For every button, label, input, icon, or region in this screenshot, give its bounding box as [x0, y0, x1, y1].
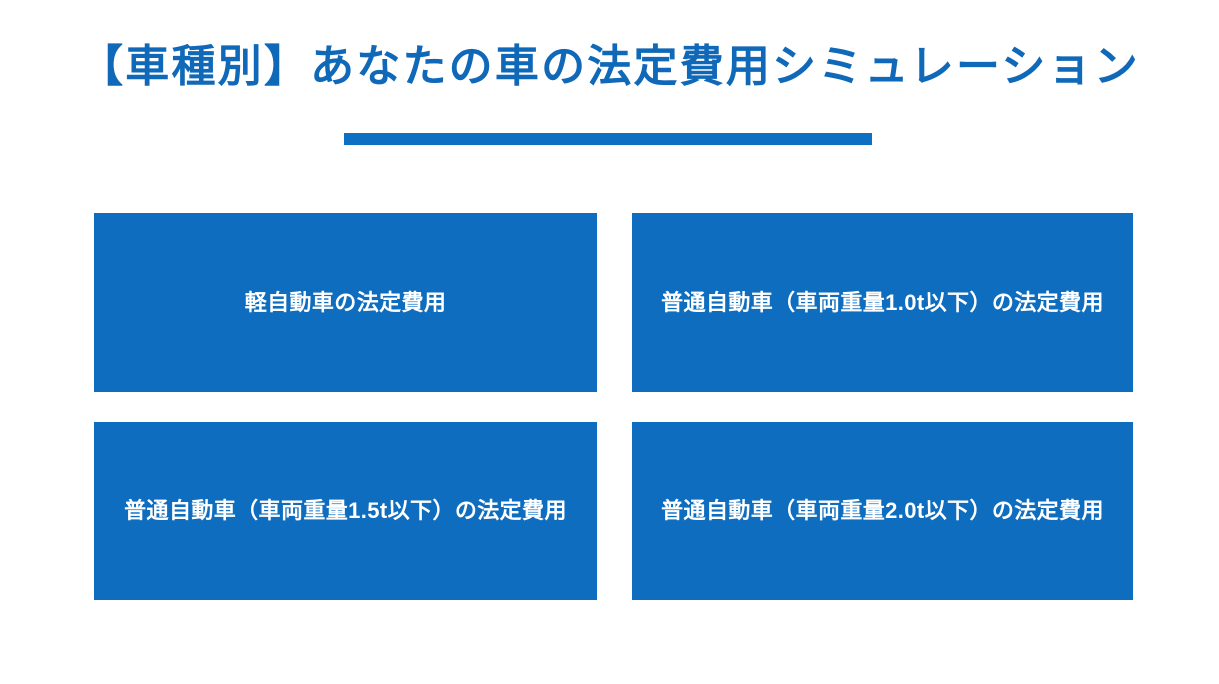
vehicle-type-card-grid: 軽自動車の法定費用 普通自動車（車両重量1.0t以下）の法定費用 普通自動車（車… — [94, 213, 1133, 600]
card-kei-vehicle[interactable]: 軽自動車の法定費用 — [94, 213, 597, 392]
card-standard-vehicle-1-5t[interactable]: 普通自動車（車両重量1.5t以下）の法定費用 — [94, 422, 597, 600]
card-standard-vehicle-2-0t[interactable]: 普通自動車（車両重量2.0t以下）の法定費用 — [632, 422, 1133, 600]
card-label: 普通自動車（車両重量2.0t以下）の法定費用 — [661, 498, 1104, 523]
card-standard-vehicle-1-0t[interactable]: 普通自動車（車両重量1.0t以下）の法定費用 — [632, 213, 1133, 392]
heading-block: 【車種別】あなたの車の法定費用シミュレーション — [0, 38, 1219, 96]
title-underline-rule — [344, 133, 872, 145]
page-title: 【車種別】あなたの車の法定費用シミュレーション — [79, 42, 1140, 91]
card-label: 普通自動車（車両重量1.5t以下）の法定費用 — [124, 498, 567, 523]
card-label: 普通自動車（車両重量1.0t以下）の法定費用 — [661, 289, 1104, 315]
card-label: 軽自動車の法定費用 — [244, 289, 447, 315]
